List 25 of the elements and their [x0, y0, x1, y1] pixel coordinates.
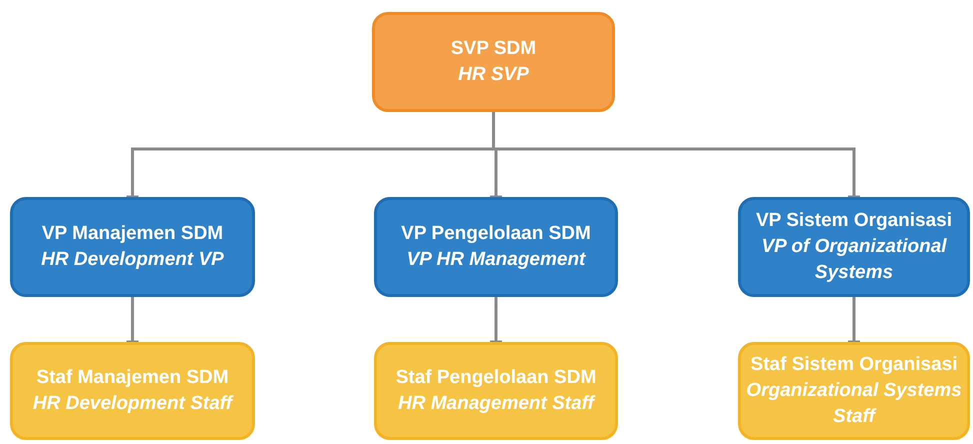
role-title: Staf Sistem Organisasi: [750, 353, 958, 377]
manager-box: [374, 197, 618, 297]
role-translation: HR Development Staff: [32, 392, 232, 416]
connector-line: [846, 297, 862, 344]
staff-box: [738, 342, 970, 440]
connector-line: [488, 297, 504, 344]
role-translation: HR SVP: [458, 63, 529, 87]
role-title: SVP SDM: [450, 37, 536, 61]
role-translation: HR Development VP: [41, 248, 224, 272]
role-title: VP Pengelolaan SDM: [401, 222, 591, 246]
role-translation: VP HR Management: [406, 248, 586, 272]
role-translation: Organizational Systems Staff: [745, 379, 963, 429]
role-translation: VP of Organizational Systems: [760, 235, 948, 285]
connector-line: [492, 112, 862, 198]
role-title: Staf Pengelolaan SDM: [396, 366, 596, 390]
role-title: VP Manajemen SDM: [42, 222, 224, 246]
connector-line: [125, 297, 140, 344]
role-title: VP Sistem Organisasi: [756, 209, 952, 233]
manager-box: [10, 197, 255, 297]
role-translation: HR Management Staff: [398, 392, 594, 416]
role-title: Staf Manajemen SDM: [36, 366, 229, 390]
staff-box: [10, 342, 255, 440]
executive-box: [372, 12, 615, 112]
manager-box: [738, 197, 970, 297]
staff-box: [374, 342, 618, 440]
